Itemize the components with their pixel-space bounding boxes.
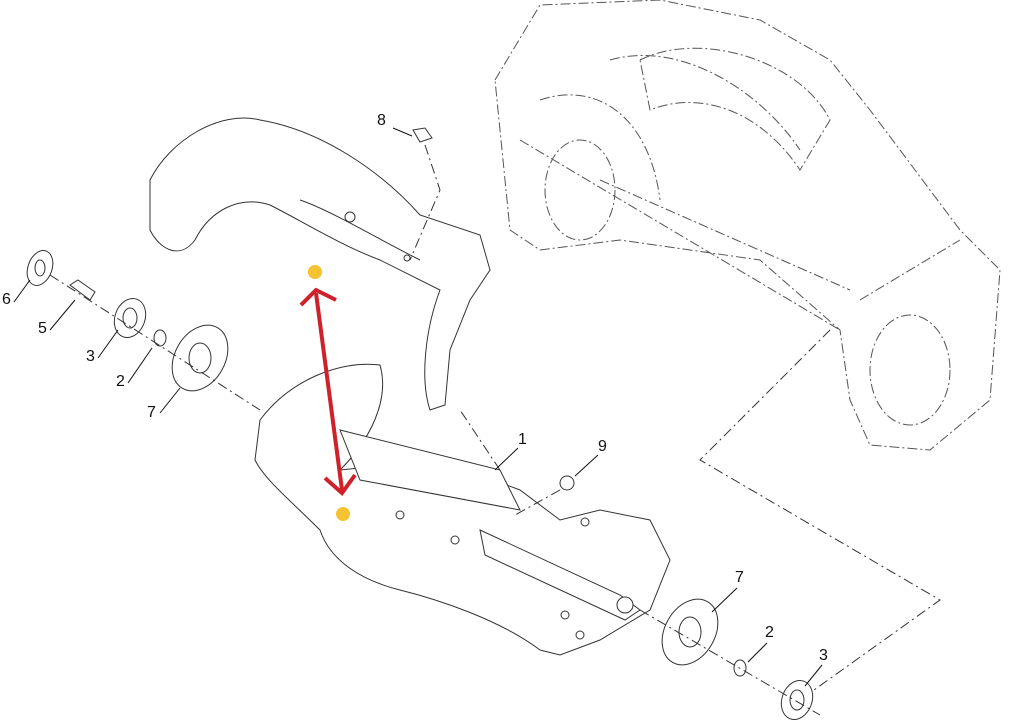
callout-9: 9 xyxy=(598,438,607,455)
callout-7: 7 xyxy=(147,404,156,421)
auger-flight-upper xyxy=(149,117,491,411)
callout-3: 3 xyxy=(86,348,95,365)
leader-lines xyxy=(13,127,823,687)
auger-flight-lower xyxy=(254,363,671,656)
marker-dot-top xyxy=(308,265,322,279)
callout-3: 3 xyxy=(819,647,828,664)
callout-7: 7 xyxy=(735,569,744,586)
callout-2: 2 xyxy=(116,373,125,390)
callout-6: 6 xyxy=(2,291,11,308)
callout-2: 2 xyxy=(765,624,774,641)
parts-right xyxy=(409,127,821,720)
parts-left xyxy=(26,250,261,411)
marker-dot-bottom xyxy=(336,507,350,521)
callout-8: 8 xyxy=(377,112,386,129)
callout-5: 5 xyxy=(38,320,47,337)
auger-housing-phantom xyxy=(494,0,1001,701)
callout-1: 1 xyxy=(518,431,527,448)
measurement-arrow xyxy=(299,287,357,496)
